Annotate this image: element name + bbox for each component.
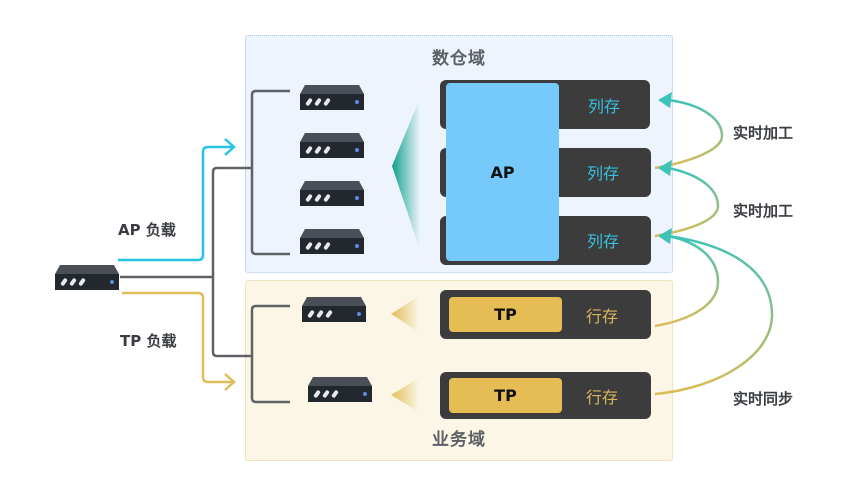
realtime-sync-label: 实时同步: [733, 390, 794, 408]
business-zone-title: 业务域: [432, 430, 486, 450]
realtime-process-arc-1: [654, 98, 724, 170]
column-store-label: 列存: [587, 232, 620, 251]
biz-server-icon-2: [308, 377, 372, 402]
dw-server-bracket: [250, 89, 290, 256]
load-balancer-icon: [55, 265, 119, 290]
tp-load-line: [122, 291, 232, 384]
ap-engine-block: AP: [446, 83, 559, 261]
dw-server-icon-2: [300, 133, 364, 158]
column-store-label: 列存: [588, 97, 621, 116]
row-store-label: 行存: [586, 307, 619, 326]
column-store-label: 列存: [587, 164, 620, 183]
tp-load-arrow-icon: [224, 373, 236, 391]
ap-load-line: [118, 145, 232, 262]
data-warehouse-zone-title: 数仓域: [432, 49, 486, 69]
realtime-process-arc-3: [654, 234, 720, 328]
realtime-process-label-1: 实时加工: [733, 124, 794, 142]
arrow-head-icon: [658, 160, 672, 176]
biz-server-bracket: [250, 304, 290, 404]
row-store-node-1: TP 行存: [440, 290, 651, 339]
arrow-head-icon: [658, 92, 672, 108]
row-store-label: 行存: [586, 388, 619, 407]
tp-fan-shape-2: [391, 378, 419, 412]
ap-load-label: AP 负载: [118, 221, 176, 239]
biz-server-icon-1: [302, 297, 366, 322]
ap-load-arrow-icon: [224, 138, 236, 156]
ap-fan-shape: [392, 98, 420, 250]
arrow-head-icon: [658, 228, 672, 244]
dw-server-icon-3: [300, 181, 364, 206]
tp-engine-block: TP: [449, 378, 562, 413]
row-store-node-2: TP 行存: [440, 372, 651, 419]
trunk-branch-line: [211, 166, 252, 358]
tp-engine-block: TP: [449, 297, 562, 332]
tp-load-label: TP 负载: [120, 332, 177, 350]
realtime-sync-arc: [654, 234, 774, 396]
dw-server-icon-4: [300, 229, 364, 254]
realtime-process-label-2: 实时加工: [733, 202, 794, 220]
dw-server-icon-1: [300, 85, 364, 110]
tp-fan-shape-1: [391, 296, 419, 332]
realtime-process-arc-2: [654, 166, 720, 238]
